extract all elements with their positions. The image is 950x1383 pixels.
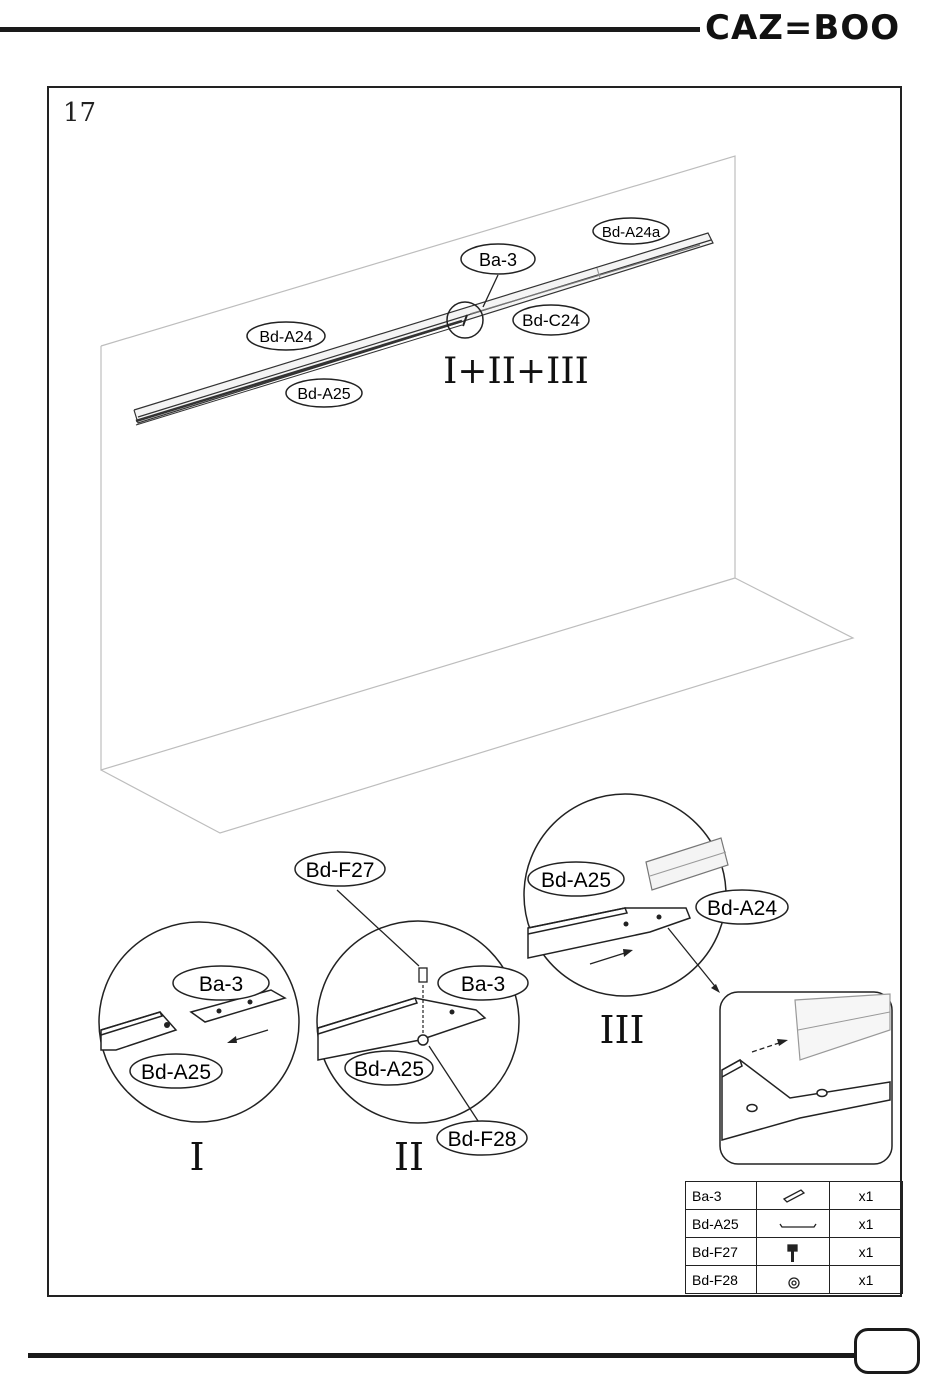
wall-rail — [134, 233, 713, 425]
part-code: Bd-A25 — [686, 1210, 757, 1238]
part-code: Bd-F28 — [686, 1266, 757, 1294]
svg-text:Bd-A25: Bd-A25 — [354, 1058, 424, 1081]
svg-text:Bd-C24: Bd-C24 — [522, 311, 580, 330]
nut-icon — [757, 1266, 830, 1294]
page-number-box — [854, 1328, 920, 1374]
flat-plate-icon — [757, 1182, 830, 1210]
svg-text:Ba-3: Ba-3 — [199, 973, 243, 996]
detail-sequence-label: I+II+III — [443, 351, 589, 392]
part-qty: x1 — [830, 1266, 903, 1294]
callout-ba3-main: Ba-3 — [461, 244, 535, 274]
zoom-panel — [720, 992, 892, 1164]
svg-text:Ba-3: Ba-3 — [479, 250, 517, 270]
svg-text:Bd-A24: Bd-A24 — [259, 329, 312, 346]
callout-bd-a24a: Bd-A24a — [593, 218, 669, 244]
svg-text:I: I — [189, 1135, 204, 1179]
detail-i: Ba-3 Bd-A25 I — [99, 922, 299, 1179]
svg-text:Bd-A24a: Bd-A24a — [602, 224, 661, 241]
svg-text:III: III — [599, 1008, 644, 1052]
table-row: Ba-3 x1 — [686, 1182, 903, 1210]
svg-text:Bd-A24: Bd-A24 — [707, 897, 777, 920]
svg-text:Bd-A25: Bd-A25 — [297, 386, 350, 403]
parts-table: Ba-3 x1 Bd-A25 x1 Bd-F27 x1 Bd-F28 x1 — [685, 1181, 903, 1294]
screw-icon — [757, 1238, 830, 1266]
part-code: Bd-F27 — [686, 1238, 757, 1266]
footer-rule — [28, 1353, 854, 1358]
svg-text:II: II — [394, 1135, 424, 1179]
table-row: Bd-F27 x1 — [686, 1238, 903, 1266]
svg-text:Bd-A25: Bd-A25 — [541, 869, 611, 892]
svg-text:Bd-A25: Bd-A25 — [141, 1061, 211, 1084]
svg-text:Ba-3: Ba-3 — [461, 973, 505, 996]
detail-ii: Bd-F27 Ba-3 Bd-A25 Bd-F28 II — [295, 852, 528, 1179]
callout-bd-c24: Bd-C24 — [513, 305, 589, 335]
part-qty: x1 — [830, 1210, 903, 1238]
svg-text:Bd-F27: Bd-F27 — [306, 859, 375, 882]
part-qty: x1 — [830, 1238, 903, 1266]
part-code: Ba-3 — [686, 1182, 757, 1210]
table-row: Bd-A25 x1 — [686, 1210, 903, 1238]
callout-bd-a24: Bd-A24 — [247, 322, 325, 350]
table-row: Bd-F28 x1 — [686, 1266, 903, 1294]
rail-bracket-icon — [757, 1210, 830, 1238]
svg-text:Bd-F28: Bd-F28 — [448, 1128, 517, 1151]
callout-bd-a25-main: Bd-A25 — [286, 379, 362, 407]
part-qty: x1 — [830, 1182, 903, 1210]
